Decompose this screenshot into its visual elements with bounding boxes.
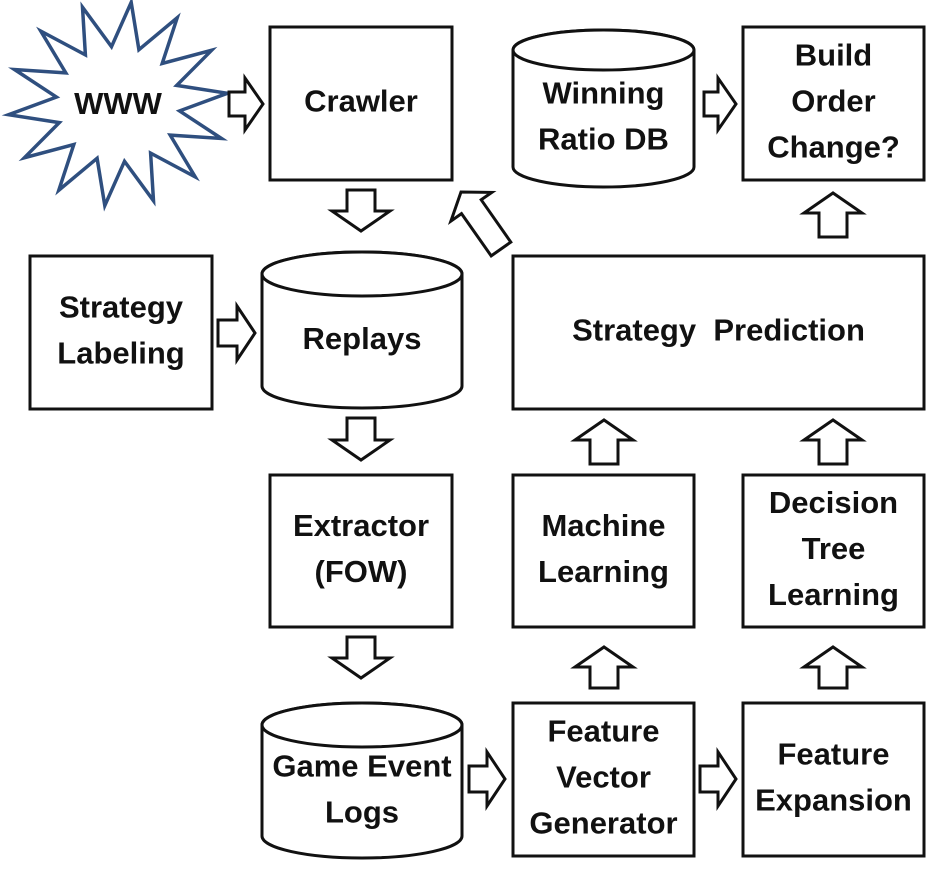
strategy-prediction-box (511, 254, 926, 411)
game-event-logs-label: Logs (325, 795, 399, 830)
arrow-winning-ratio-db-to-build-order-change (702, 73, 738, 135)
strategy-labeling-label: Labeling (57, 336, 184, 371)
arrow-www-to-crawler (227, 73, 265, 135)
feature-expansion-box (741, 701, 926, 858)
decision-tree-learning-label: Tree (802, 531, 866, 566)
www-label: WWW (74, 86, 163, 121)
machine-learning-box (511, 473, 696, 629)
decision-tree-learning-label: Decision (769, 485, 898, 520)
feature-expansion-label: Expansion (755, 783, 912, 818)
arrow-strategy-prediction-to-build-order-change (799, 191, 867, 239)
arrow-strategy-labeling-to-replays (216, 301, 257, 365)
arrow-feature-vector-generator-to-feature-expansion (698, 747, 738, 811)
build-order-change-box (741, 25, 926, 182)
arrow-machine-learning-to-strategy-prediction (570, 418, 638, 466)
decision-tree-learning-box (741, 473, 926, 629)
winning-ratio-db-label: Ratio DB (538, 122, 669, 157)
strategy-labeling-box (28, 254, 214, 411)
game-event-logs-label: Game Event (272, 749, 451, 784)
crawler-box (268, 25, 454, 182)
diagram-nodes-layer (1, 0, 926, 860)
extractor-box (268, 473, 454, 629)
feature-expansion-label: Feature (778, 737, 890, 772)
game-event-logs-cylinder (260, 701, 464, 860)
feature-vector-generator-label: Generator (529, 806, 677, 841)
arrow-replays-to-extractor (327, 416, 395, 462)
feature-vector-generator-label: Vector (556, 760, 651, 795)
crawler-label: Crawler (304, 84, 418, 119)
extractor-label: (FOW) (315, 554, 408, 589)
arrow-feature-vector-generator-to-machine-learning (570, 645, 638, 690)
winning-ratio-db-label: Winning (543, 76, 665, 111)
build-order-change-label: Build (795, 38, 873, 73)
replays-label: Replays (303, 321, 422, 356)
diagram-arrows-layer (216, 73, 867, 811)
arrow-crawler-to-replays (327, 188, 395, 233)
machine-learning-label: Learning (538, 554, 669, 589)
arrow-decision-tree-learning-to-strategy-prediction (799, 418, 867, 466)
strategy-prediction-label: Strategy Prediction (572, 313, 865, 348)
arrow-extractor-to-game-event-logs (327, 635, 395, 680)
winning-ratio-db-cylinder (511, 28, 696, 189)
feature-vector-generator-label: Feature (548, 714, 660, 749)
decision-tree-learning-label: Learning (768, 577, 899, 612)
strategy-labeling-label: Strategy (59, 290, 184, 325)
arrow-feature-expansion-to-decision-tree-learning (799, 645, 867, 690)
extractor-label: Extractor (293, 508, 429, 543)
arrow-strategy-prediction-to-crawler (447, 190, 513, 258)
machine-learning-label: Machine (541, 508, 665, 543)
feature-vector-generator-box (511, 701, 696, 858)
arrow-game-event-logs-to-feature-vector-generator (467, 747, 507, 811)
replays-cylinder (260, 250, 464, 410)
build-order-change-label: Change? (767, 130, 900, 165)
www-starburst (1, 0, 235, 212)
build-order-change-label: Order (791, 84, 875, 119)
